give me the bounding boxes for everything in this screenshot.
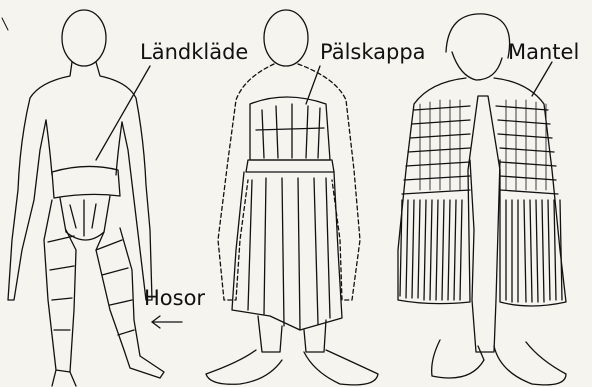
fur-cape <box>232 97 342 330</box>
label-landklade: Ländkläde <box>140 40 248 64</box>
hose-left <box>44 200 76 386</box>
label-palskappa: Pälskappa <box>320 40 426 64</box>
label-hosor: Hosor <box>144 286 205 310</box>
cloak <box>398 78 566 306</box>
figure-left <box>8 10 164 386</box>
loincloth <box>52 166 120 240</box>
figure-right <box>398 14 566 385</box>
head-middle <box>264 10 308 66</box>
label-mantel: Mantel <box>508 40 579 64</box>
head-left <box>62 10 106 66</box>
edge-mark <box>2 18 8 30</box>
cap <box>446 14 510 58</box>
pointer-landklade <box>96 66 150 160</box>
figure-middle <box>206 10 378 385</box>
pointer-mantel <box>532 62 552 96</box>
pointer-palskappa <box>306 66 320 104</box>
